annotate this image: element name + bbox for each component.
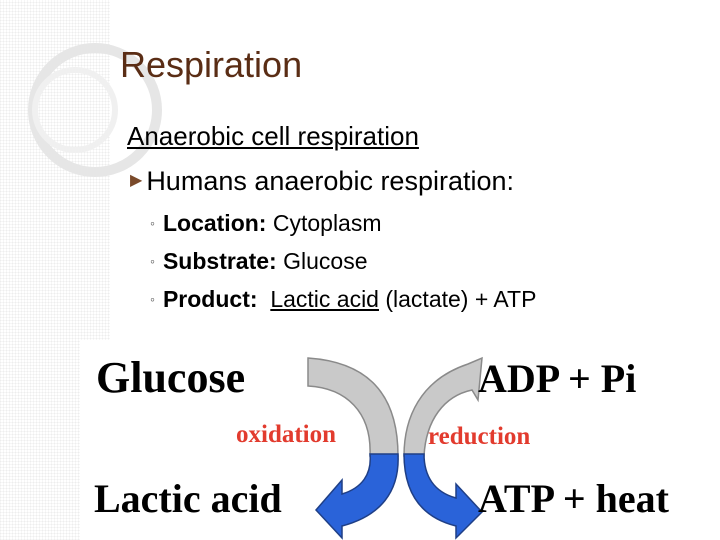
label-lactic-acid: Lactic acid [94, 476, 282, 521]
decorative-circles [28, 43, 162, 177]
circle-bullet-icon: ◦ [150, 215, 155, 231]
sub-item-value-underlined: Lactic acid [270, 286, 379, 312]
label-adp-pi: ADP + Pi [478, 356, 636, 401]
sub-item-label: Substrate: [162, 248, 277, 274]
sub-item-location: ◦ Location: Cytoplasm [150, 210, 382, 237]
bullet-text: Humans anaerobic respiration: [146, 166, 515, 196]
bullet-item: ▶Humans anaerobic respiration: [130, 166, 514, 197]
label-glucose: Glucose [96, 353, 245, 402]
sub-item-value: (lactate) + ATP [378, 286, 537, 312]
sub-item-label: Product: [162, 286, 258, 312]
sub-item-substrate: ◦ Substrate: Glucose [150, 248, 367, 275]
respiration-diagram: Glucose ADP + Pi oxidation reduction Lac… [80, 340, 720, 540]
sub-item-label: Location: [162, 210, 267, 236]
slide-title: Respiration [120, 44, 303, 85]
bottom-right-arrow [403, 453, 484, 540]
label-atp-heat: ATP + heat [478, 476, 670, 521]
circle-bullet-icon: ◦ [150, 291, 155, 307]
sub-item-value: Cytoplasm [266, 210, 382, 236]
circle-bullet-icon: ◦ [150, 253, 155, 269]
bottom-left-arrow [314, 453, 399, 540]
bullet-icon: ▶ [130, 170, 143, 189]
label-reduction: reduction [428, 423, 530, 450]
label-oxidation: oxidation [236, 421, 336, 448]
sub-item-product: ◦ Product: Lactic acid (lactate) + ATP [150, 286, 536, 313]
sub-item-value: Glucose [276, 248, 368, 274]
diagram-graphic: Glucose ADP + Pi oxidation reduction Lac… [94, 353, 670, 540]
slide-heading: Anaerobic cell respiration [127, 121, 419, 151]
